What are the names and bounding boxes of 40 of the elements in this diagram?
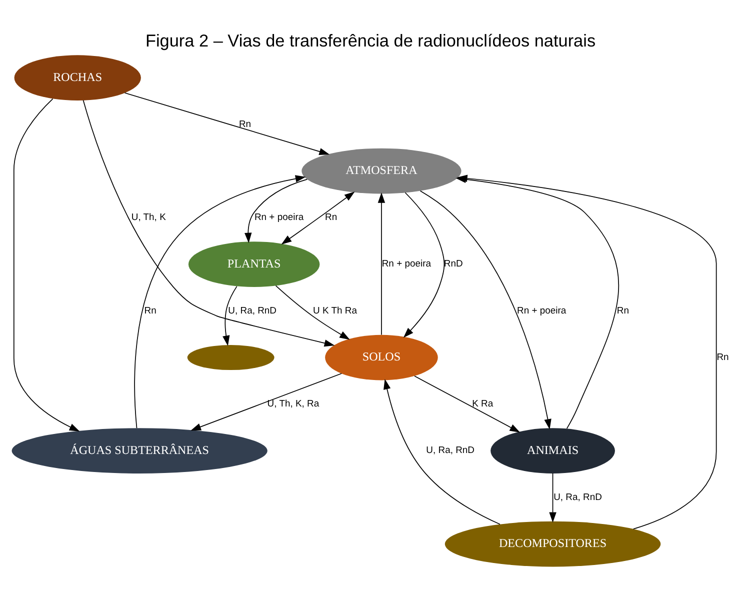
node-ellipse: ÁGUAS SUBTERRÂNEAS	[12, 428, 268, 474]
arrow	[549, 472, 556, 523]
edge-label: Rn + poeira	[517, 305, 566, 316]
node-ellipse: PLANTAS	[188, 242, 320, 287]
arrow	[420, 190, 552, 430]
arrow	[222, 286, 238, 346]
arrow	[82, 100, 335, 347]
arrow	[414, 376, 520, 432]
arrow	[190, 373, 342, 431]
arrow	[244, 178, 308, 244]
edge-label: Rn + poeira	[254, 212, 304, 224]
edge-label: Rn	[144, 305, 156, 316]
node-ellipse: ANIMAIS	[490, 428, 615, 474]
arrow	[124, 92, 330, 156]
edge-label: U, Th, K, Ra	[267, 398, 320, 410]
arrow	[457, 174, 717, 530]
edge-label: U, Th, K	[131, 212, 166, 224]
arrow	[403, 192, 445, 338]
edge-label: U, Ra, RnD	[554, 492, 602, 503]
edge-label: Rn	[616, 305, 629, 316]
arrow	[275, 285, 350, 340]
diagram-title: Figura 2 – Vias de transferência de radionuclídeos naturais	[145, 30, 596, 51]
arrow	[281, 192, 355, 244]
edge-label: Rn	[716, 352, 729, 363]
edge-label: Rn + poeira	[382, 258, 432, 270]
edge-label: U, Ra, RnD	[426, 445, 474, 456]
edge-label: Rn	[238, 118, 252, 130]
node-ellipse: DECOMPOSITORES	[444, 521, 661, 567]
edge-label: RnD	[444, 258, 463, 270]
node-ellipse	[187, 345, 274, 370]
edge-label: U K Th Ra	[313, 305, 357, 316]
edge-label: Rn	[325, 212, 338, 224]
arrow	[384, 378, 500, 525]
node-ellipse: ROCHAS	[14, 55, 141, 100]
arrow	[378, 192, 386, 336]
edge-label: U, Ra, RnD	[228, 305, 277, 316]
arrow	[13, 98, 80, 432]
node-ellipse: SOLOS	[325, 334, 438, 380]
arrow	[134, 175, 306, 429]
edge-label: K Ra	[472, 398, 494, 410]
